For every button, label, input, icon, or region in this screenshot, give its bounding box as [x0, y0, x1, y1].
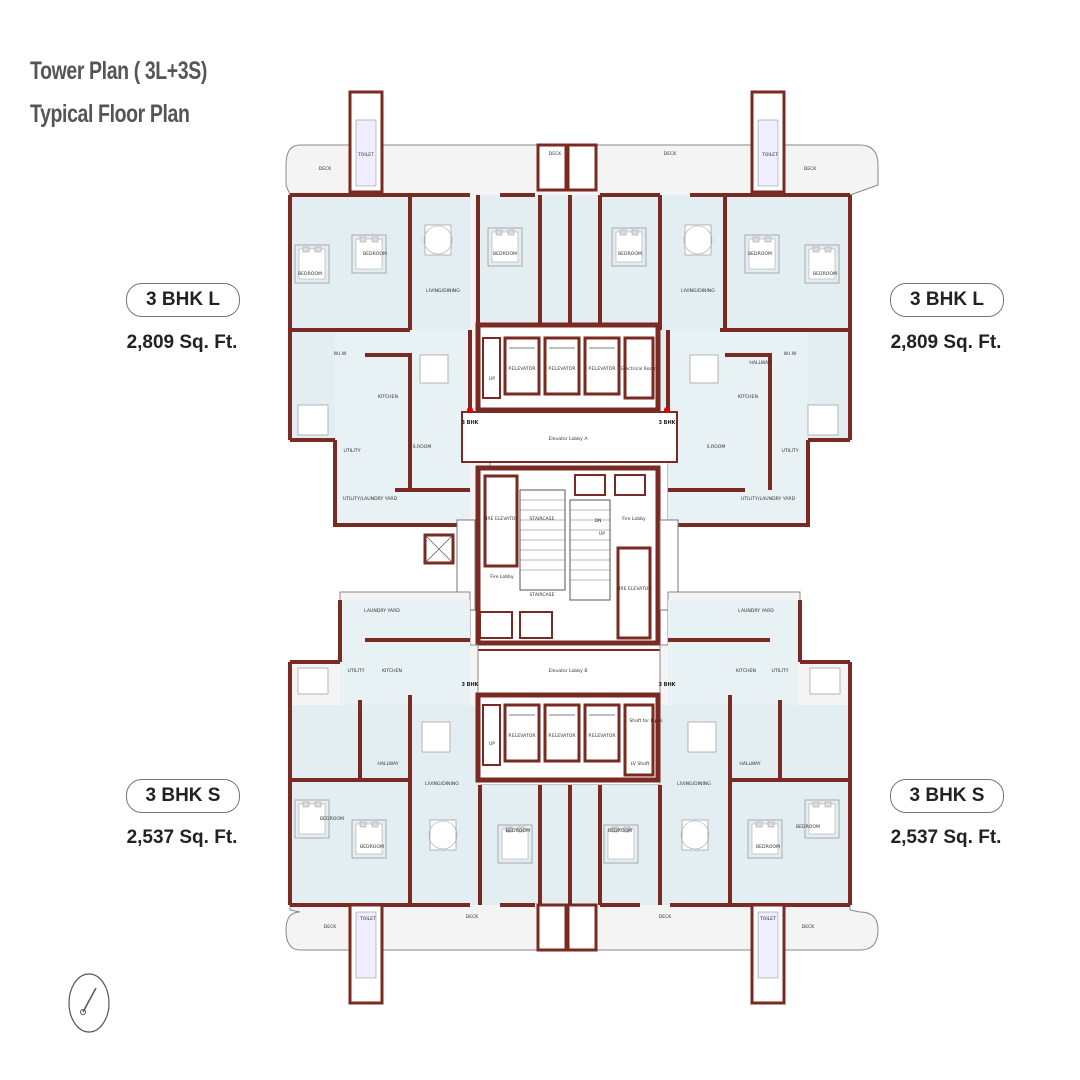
plan-label-deck: DECK — [804, 166, 818, 172]
plan-label-deck: DECK — [319, 166, 333, 172]
plan-label-bedroom: BEDROOM — [796, 824, 820, 830]
plan-label-bedroom: BEDROOM — [363, 251, 387, 257]
plan-label-s-room: S.ROOM — [413, 444, 432, 450]
plan-label-up: UP — [489, 376, 495, 382]
unit-area: 2,809 Sq. Ft. — [126, 332, 238, 353]
plan-label-kitchen: KITCHEN — [382, 668, 402, 674]
plan-label-elevator: P.ELEVATOR — [548, 733, 576, 739]
plan-label-deck: DECK — [324, 924, 338, 930]
plan-title: Tower Plan ( 3L+3S) — [30, 57, 207, 85]
plan-label-living-dining: LIVING/DINING — [677, 781, 711, 787]
plan-label-elevator: P.ELEVATOR — [508, 733, 536, 739]
plan-label-bedroom: BEDROOM — [298, 271, 322, 277]
plan-subtitle: Typical Floor Plan — [30, 100, 190, 128]
plan-label-utility: UTILITY — [347, 668, 364, 674]
plan-label-s-room: S.ROOM — [707, 444, 726, 450]
plan-label-living-dining: LIVING/DINING — [681, 288, 715, 294]
plan-label-bhk-entry: 3 BHK — [658, 682, 676, 688]
plan-label-hallway: HALLWAY — [739, 761, 760, 767]
plan-label-deck: DECK — [659, 914, 673, 920]
north-arrow-icon — [68, 973, 110, 1033]
plan-label-laundry-yard: UTILITY/LAUNDRY YARD — [741, 496, 796, 502]
unit-type-badge: 3 BHK L — [890, 283, 1004, 317]
plan-label-bedroom: BEDROOM — [506, 828, 530, 834]
plan-label-deck: DECK — [664, 151, 678, 157]
plan-label-staircase: STAIRCASE — [530, 592, 555, 598]
plan-label-toilet: TOILET — [359, 916, 376, 922]
plan-label-laundry-yard: LAUNDRY YARD — [738, 608, 774, 614]
plan-label-deck: DECK — [466, 914, 480, 920]
plan-label-elevator: P.ELEVATOR — [588, 733, 616, 739]
unit-area: 2,537 Sq. Ft. — [890, 827, 1002, 848]
plan-label-kitchen: KITCHEN — [736, 668, 756, 674]
plan-label-bhk-entry: 3 BHK — [461, 682, 479, 688]
plan-label-kitchen: KITCHEN — [738, 394, 758, 400]
plan-label-toilet: TOILET — [357, 152, 374, 158]
plan-label-fire-elevator: FIRE ELEVATOR — [616, 586, 652, 592]
plan-label-hallway: HALLWAY — [749, 360, 770, 366]
plan-label-toilet: TOILET — [761, 152, 778, 158]
plan-label-bedroom: BEDROOM — [756, 844, 780, 850]
plan-label-bedroom: BEDROOM — [618, 251, 642, 257]
unit-type-badge: 3 BHK L — [126, 283, 240, 317]
plan-label-utility: UTILITY — [771, 668, 788, 674]
plan-label-hallway: HALLWAY — [377, 761, 398, 767]
plan-label-fire-lobby: Fire Lobby — [622, 516, 646, 522]
plan-label-wiw: W.I.W — [784, 351, 797, 357]
plan-label-elevator-lobby-a: Elevator Lobby A — [549, 436, 589, 442]
plan-label-fire-lobby: Fire Lobby — [490, 574, 514, 580]
plan-label-bhk-entry: 3 BHK — [461, 420, 479, 426]
plan-label-living-dining: LIVING/DINING — [425, 781, 459, 787]
unit-area: 2,537 Sq. Ft. — [126, 827, 238, 848]
unit-type-badge: 3 BHK S — [126, 779, 240, 813]
plan-label-utility: UTILITY — [781, 448, 798, 454]
plan-label-elevator: P.ELEVATOR — [548, 366, 576, 372]
plan-label-staircase: STAIRCASE — [530, 516, 555, 522]
plan-label-fire-elevator: FIRE ELEVATOR — [483, 516, 519, 522]
plan-label-kitchen: KITCHEN — [378, 394, 398, 400]
plan-label-shaft-pipes: Shaft for Pipes — [629, 718, 663, 724]
plan-label-laundry-yard: UTILITY/LAUNDRY YARD — [343, 496, 398, 502]
plan-label-bedroom: BEDROOM — [360, 844, 384, 850]
plan-label-bedroom: BEDROOM — [493, 251, 517, 257]
plan-label-dn: DN — [595, 518, 602, 524]
plan-label-toilet: TOILET — [759, 916, 776, 922]
plan-label-deck: DECK — [549, 151, 563, 157]
plan-label-bedroom: BEDROOM — [813, 271, 837, 277]
plan-label-bhk-entry: 3 BHK — [658, 420, 676, 426]
plan-label-living-dining: LIVING/DINING — [426, 288, 460, 294]
plan-label-utility: UTILITY — [343, 448, 360, 454]
plan-label-bedroom: BEDROOM — [320, 816, 344, 822]
plan-label-elevator: P.ELEVATOR — [508, 366, 536, 372]
plan-label-bedroom: BEDROOM — [608, 828, 632, 834]
unit-type-badge: 3 BHK S — [890, 779, 1004, 813]
plan-label-bedroom: BEDROOM — [748, 251, 772, 257]
plan-label-elevator: P.ELEVATOR — [588, 366, 616, 372]
plan-label-laundry-yard: LAUNDRY YARD — [364, 608, 400, 614]
plan-label-elevator-lobby-b: Elevator Lobby B — [549, 668, 588, 674]
plan-label-electrical-room: Electrical Room — [621, 366, 657, 372]
plan-label-deck: DECK — [802, 924, 816, 930]
plan-label-lv-shaft: LV Shaft — [631, 761, 650, 767]
plan-label-up: UP — [489, 741, 495, 747]
plan-label-wiw: W.I.W — [334, 351, 347, 357]
plan-label-up: UP — [599, 531, 605, 537]
unit-area: 2,809 Sq. Ft. — [890, 332, 1002, 353]
